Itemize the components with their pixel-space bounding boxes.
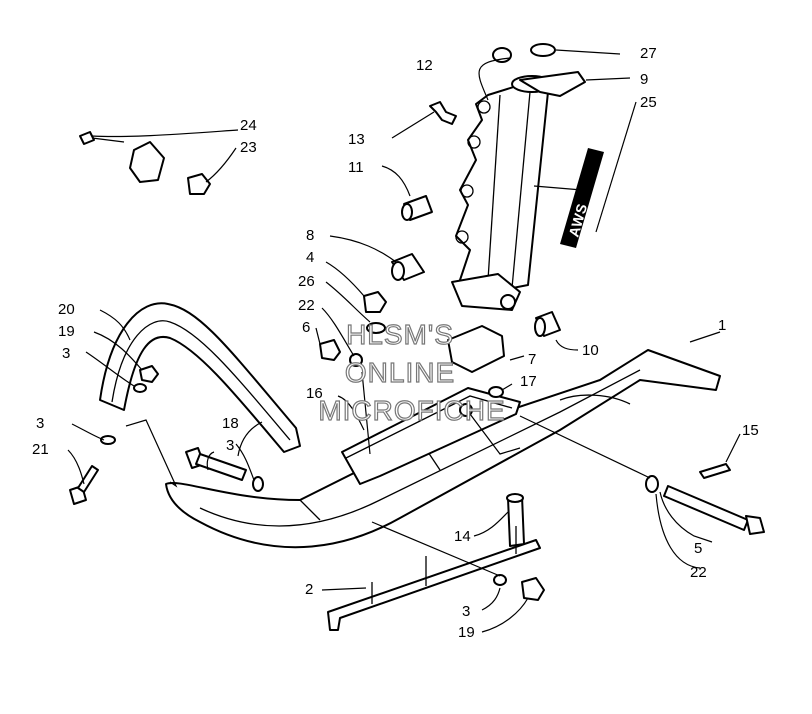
part-22-washer-right bbox=[645, 475, 659, 493]
part-3-washer-left-b bbox=[100, 435, 116, 445]
part-8-spacer bbox=[391, 253, 425, 281]
part-13-grease-fitting bbox=[429, 101, 457, 125]
callout-4: 4 bbox=[306, 249, 314, 266]
part-3-washer-left-a bbox=[133, 383, 147, 393]
part-23-nut bbox=[187, 173, 211, 195]
callout-10: 10 bbox=[582, 342, 599, 359]
part-11-bushing bbox=[401, 195, 433, 221]
part-3-washer-mid bbox=[252, 476, 264, 492]
callout-7: 7 bbox=[528, 351, 536, 368]
callout-5: 5 bbox=[694, 540, 702, 557]
callout-8: 8 bbox=[306, 227, 314, 244]
callout-3-lower-left: 3 bbox=[36, 415, 44, 432]
part-18-bolt bbox=[185, 447, 247, 481]
callout-25: 25 bbox=[640, 94, 657, 111]
ski-saver-clamp bbox=[129, 141, 165, 183]
part-3-washer-bottom bbox=[493, 574, 507, 586]
callout-19-bottom: 19 bbox=[458, 624, 475, 641]
leader-lines bbox=[67, 49, 741, 633]
part-10-bushing bbox=[534, 311, 561, 337]
watermark-line-3: MICROFICHE bbox=[318, 395, 505, 426]
watermark: HLSM'S ONLINE MICROFICHE bbox=[318, 318, 506, 426]
part-19-nut-left bbox=[139, 365, 159, 383]
callout-20: 20 bbox=[58, 301, 75, 318]
callout-3-mid: 3 bbox=[226, 437, 234, 454]
part-22-washer bbox=[349, 353, 363, 367]
callout-3-upper-left: 3 bbox=[62, 345, 70, 362]
callout-18: 18 bbox=[222, 415, 239, 432]
part-16-saddle bbox=[341, 387, 521, 485]
part-26-washer bbox=[366, 322, 386, 334]
watermark-line-2: ONLINE bbox=[345, 357, 455, 388]
callout-12: 12 bbox=[416, 57, 433, 74]
part-15-cotter-pin bbox=[699, 463, 731, 479]
part-24-bolt bbox=[79, 131, 125, 145]
callout-15: 15 bbox=[742, 422, 759, 439]
callout-6: 6 bbox=[302, 319, 310, 336]
callout-23: 23 bbox=[240, 139, 257, 156]
callout-21: 21 bbox=[32, 441, 49, 458]
callout-24: 24 bbox=[240, 117, 257, 134]
callout-11: 11 bbox=[348, 159, 364, 176]
callout-16: 16 bbox=[306, 385, 323, 402]
callout-9: 9 bbox=[640, 71, 648, 88]
part-14-spacer bbox=[506, 493, 525, 547]
part-20-ski-handle bbox=[99, 302, 301, 453]
callout-3-bottom: 3 bbox=[462, 603, 470, 620]
callout-14: 14 bbox=[454, 528, 471, 545]
callout-26: 26 bbox=[298, 273, 315, 290]
callout-22-right: 22 bbox=[690, 564, 707, 581]
part-2-wear-bar bbox=[327, 526, 541, 631]
callout-13: 13 bbox=[348, 131, 365, 148]
spindle-housing bbox=[451, 71, 586, 311]
part-5-bolt bbox=[663, 485, 765, 535]
part-6-nut bbox=[319, 339, 341, 361]
watermark-line-1: HLSM'S bbox=[346, 319, 454, 350]
callout-22-left: 22 bbox=[298, 297, 315, 314]
part-17-washer bbox=[488, 386, 504, 398]
callout-1: 1 bbox=[718, 317, 726, 334]
callout-19-left: 19 bbox=[58, 323, 75, 340]
part-27-cap bbox=[530, 43, 556, 57]
callout-2: 2 bbox=[305, 581, 313, 598]
part-19-nut-bottom bbox=[521, 577, 545, 601]
callout-27: 27 bbox=[640, 45, 657, 62]
decal-label: AWS bbox=[566, 202, 591, 239]
callout-labels: 1 2 3 3 3 3 4 5 6 7 8 9 10 11 12 13 14 1… bbox=[32, 45, 759, 641]
part-21-bolt bbox=[69, 465, 99, 505]
part-25-decal: AWS bbox=[560, 148, 604, 248]
part-7-bumper bbox=[447, 325, 505, 373]
part-4-nut bbox=[363, 291, 387, 313]
callout-17: 17 bbox=[520, 373, 537, 390]
